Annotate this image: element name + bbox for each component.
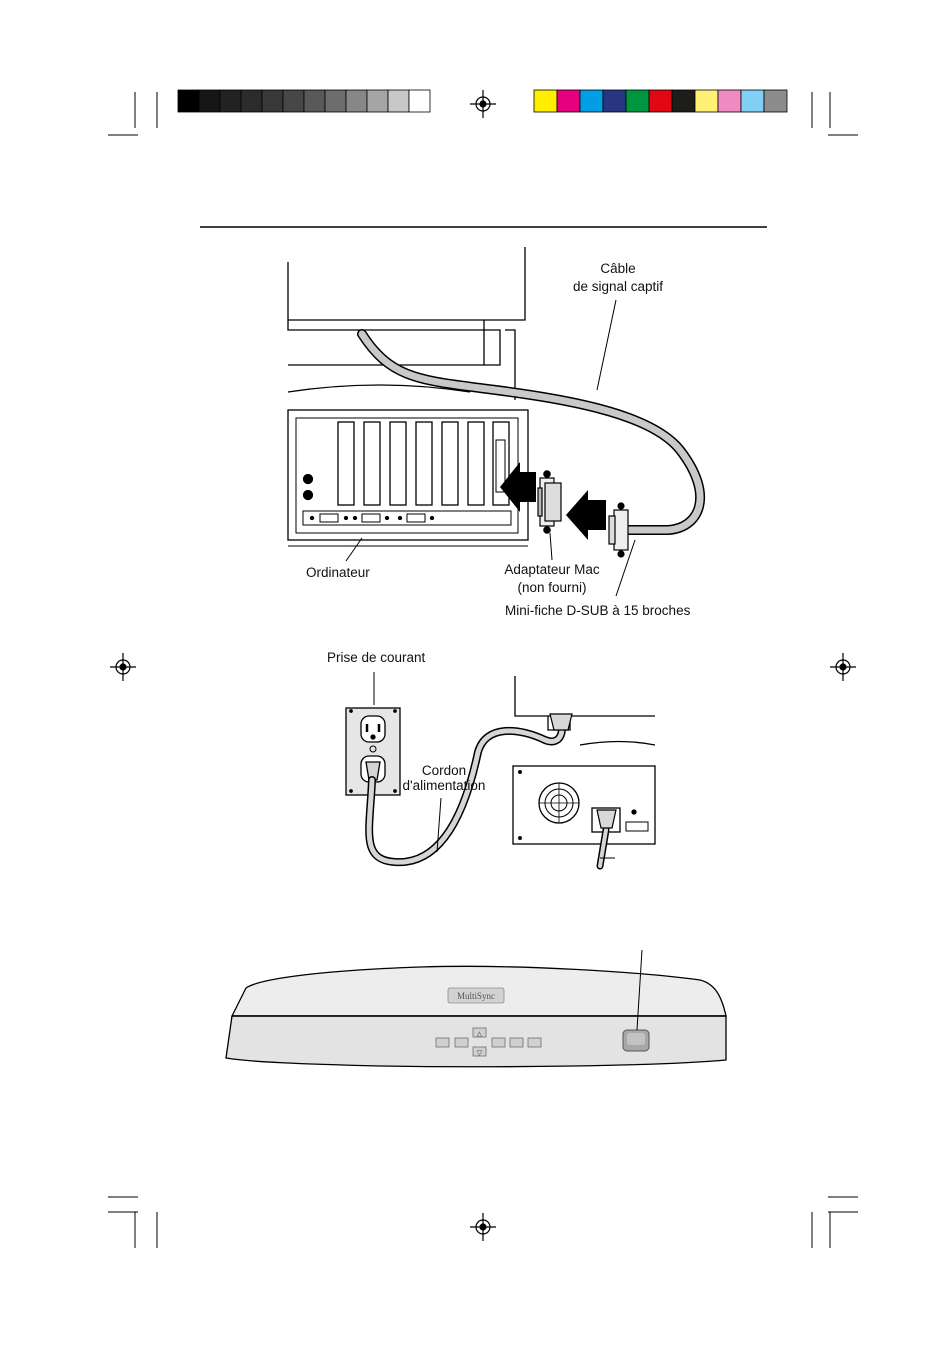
gray-swatch-10 [367,90,388,112]
multisync-logo: MultiSync [448,988,504,1003]
monitor-power-panel [513,676,655,844]
gray-swatch-11 [388,90,409,112]
brand-logo-text: MultiSync [457,991,495,1001]
cord-label-line1: Cordon [422,763,466,778]
mac-adapter [538,471,561,533]
color-swatch-10 [741,90,764,112]
registration-target-right [830,653,856,681]
plug-label: Mini-fiche D-SUB à 15 broches [505,603,691,618]
down-arrow-icon: ▽ [477,1049,483,1057]
gray-swatch-6 [283,90,304,112]
control-button-reset[interactable] [528,1038,541,1047]
gray-swatch-5 [262,90,283,112]
color-swatch-2 [557,90,580,112]
gray-swatch-4 [241,90,262,112]
cord-label-line2: d'alimentation [403,778,486,793]
cable-label-line1: Câble [600,261,635,276]
control-button-exit[interactable] [436,1038,449,1047]
gray-swatch-2 [199,90,220,112]
control-button-right[interactable] [492,1038,505,1047]
computer-rear-illustration [288,410,528,546]
figure-power-cord: Prise de courant Cordon d'alimentation [327,650,655,866]
insert-arrow-2 [566,490,606,540]
color-swatch-7 [672,90,695,112]
mini-dsub-plug [609,503,628,557]
grayscale-swatch-strip [178,90,430,112]
gray-swatch-12 [409,90,430,112]
adapter-label-line2: (non fourni) [517,580,586,595]
gray-swatch-9 [346,90,367,112]
adapter-label-line1: Adaptateur Mac [504,562,600,577]
color-swatch-4 [603,90,626,112]
color-swatch-6 [649,90,672,112]
color-swatch-5 [626,90,649,112]
color-swatch-11 [764,90,787,112]
figure-front-bezel: MultiSync △ ▽ [226,950,726,1067]
registration-target-bottom [470,1213,496,1241]
registration-target-top [470,90,496,118]
gray-swatch-1 [178,90,199,112]
registration-target-left [110,653,136,681]
color-swatch-3 [580,90,603,112]
cable-label-line2: de signal captif [573,279,663,294]
gray-swatch-7 [304,90,325,112]
color-swatch-strip [534,90,787,112]
outlet-label: Prise de courant [327,650,426,665]
figure2-leader-lines [374,672,615,858]
figure-signal-cable: Câble de signal captif Ordinateur Adapta… [288,247,700,618]
color-swatch-8 [695,90,718,112]
color-swatch-1 [534,90,557,112]
power-button[interactable] [623,1030,649,1051]
control-button-left[interactable] [455,1038,468,1047]
gray-swatch-8 [325,90,346,112]
color-swatch-9 [718,90,741,112]
up-arrow-icon: △ [477,1030,483,1038]
print-marks [108,92,858,1248]
computer-label: Ordinateur [306,565,370,580]
bezel-front-panel [226,1016,726,1067]
control-button-proceed[interactable] [510,1038,523,1047]
gray-swatch-3 [220,90,241,112]
